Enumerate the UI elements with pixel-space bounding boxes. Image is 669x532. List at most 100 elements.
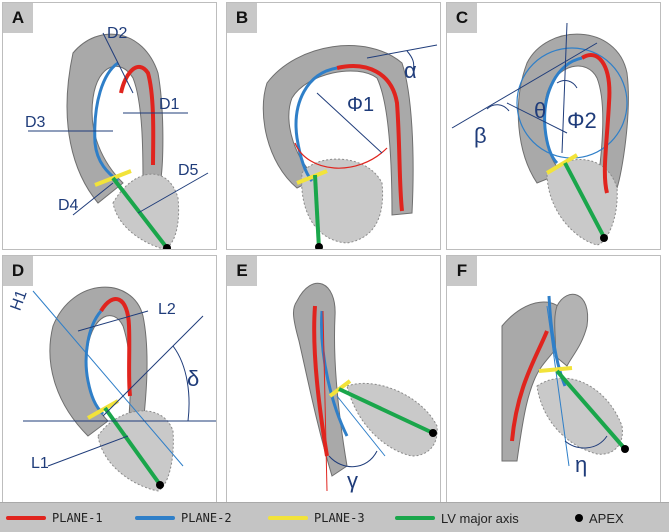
plane1-curve <box>580 53 612 194</box>
panel-label: A <box>3 3 33 33</box>
label-l2: L2 <box>158 301 176 318</box>
ventricle-mesh <box>346 382 438 457</box>
legend: PLANE-1 PLANE-2 PLANE-3 LV major axis AP… <box>0 502 669 532</box>
legend-label: LV major axis <box>441 510 519 526</box>
label-d3: D3 <box>25 114 46 131</box>
apex-dot-icon <box>575 514 583 522</box>
lv-axis-line <box>555 369 627 451</box>
beta-line <box>451 42 598 129</box>
panel-e-figure: γ <box>293 282 438 493</box>
plane3-swatch <box>268 516 308 520</box>
apex-dot <box>429 429 437 437</box>
panel-label: B <box>227 3 257 33</box>
apex-dot <box>315 243 323 249</box>
label-h1: H1 <box>8 288 31 313</box>
aorta-shape <box>262 45 414 216</box>
l1-line <box>47 435 129 467</box>
pulmonary-shape <box>554 293 589 367</box>
label-d1: D1 <box>159 96 180 113</box>
apex-dot <box>156 481 164 489</box>
lv-axis-line <box>313 174 321 249</box>
legend-label: PLANE-2 <box>181 511 232 525</box>
phi1-line <box>316 92 383 154</box>
panel-d-figure: H1 L2 L1 δ <box>8 286 216 492</box>
legend-item-plane3: PLANE-3 <box>268 509 365 527</box>
panel-a: D2 D1 D3 D4 D5 A <box>2 2 217 250</box>
panel-label: D <box>3 256 33 286</box>
label-d2: D2 <box>107 25 128 42</box>
panel-e: γ E <box>226 255 441 503</box>
lv-axis-line <box>563 162 607 240</box>
plane1-curve <box>312 305 329 457</box>
panel-d: H1 L2 L1 δ D <box>2 255 217 503</box>
gamma-ref-line <box>322 310 328 492</box>
d4-line <box>72 182 114 216</box>
plane2-curve <box>294 66 338 182</box>
beta-ref-line <box>506 102 568 134</box>
label-d4: D4 <box>58 197 79 214</box>
plane2-swatch <box>135 516 175 520</box>
plane3-line <box>296 169 328 185</box>
apex-dot <box>621 445 629 453</box>
aorta-shape <box>49 286 148 437</box>
label-delta: δ <box>187 366 199 391</box>
plane2-curve <box>543 56 583 165</box>
legend-label: APEX <box>589 510 624 526</box>
label-phi2: Φ2 <box>567 108 597 133</box>
apex-dot <box>600 234 608 242</box>
legend-item-lv-axis: LV major axis <box>395 509 519 527</box>
panel-label: E <box>227 256 257 286</box>
lv-axis-line <box>338 387 434 435</box>
aorta-shape <box>293 282 348 477</box>
ventricle-mesh <box>536 377 623 455</box>
panel-b-figure: Φ1 α <box>262 44 438 249</box>
plane1-curve <box>119 64 156 166</box>
alpha-arc <box>406 50 415 72</box>
plane2-curve <box>320 310 349 437</box>
plane3-line <box>538 366 573 373</box>
plane3-line <box>87 399 119 420</box>
plane1-curve <box>336 64 404 212</box>
gamma-arc <box>328 450 378 468</box>
d5-line <box>137 172 209 214</box>
label-l1: L1 <box>31 455 49 472</box>
eta-ref-line <box>546 305 570 467</box>
panel-f: η F <box>446 255 661 503</box>
panel-label: C <box>447 3 477 33</box>
plane1-curve <box>510 330 549 442</box>
legend-item-apex: APEX <box>575 509 624 527</box>
plane2-curve <box>93 61 119 183</box>
plane1-curve <box>99 297 132 397</box>
legend-label: PLANE-1 <box>52 511 103 525</box>
label-d5: D5 <box>178 162 199 179</box>
label-gamma: γ <box>347 468 358 493</box>
panel-c-figure: β θ Φ2 <box>451 22 629 246</box>
lv-axis-swatch <box>395 516 435 520</box>
panel-a-figure: D2 D1 D3 D4 D5 <box>25 25 209 249</box>
eta-arc <box>564 435 608 449</box>
panel-f-figure: η <box>501 293 629 477</box>
h1-line <box>32 290 184 467</box>
ventricle-mesh <box>301 158 384 244</box>
plane3-line <box>545 153 579 175</box>
ventricle-mesh <box>546 159 618 246</box>
ventricle-mesh <box>112 173 180 249</box>
phi1-circle <box>294 142 388 169</box>
label-alpha: α <box>404 58 417 83</box>
plane2-axis-line <box>336 395 386 457</box>
delta-arc <box>172 345 190 422</box>
label-eta: η <box>575 452 587 477</box>
panel-c: β θ Φ2 C <box>446 2 661 250</box>
panel-b: Φ1 α B <box>226 2 441 250</box>
beta-arc <box>486 104 510 112</box>
apex-dot <box>163 244 171 249</box>
alpha-line <box>366 44 438 59</box>
plane1-swatch <box>6 516 46 520</box>
d2-line <box>102 32 134 94</box>
aorta-shape <box>66 33 164 204</box>
legend-item-plane2: PLANE-2 <box>135 509 232 527</box>
label-beta: β <box>474 123 487 148</box>
l2-line <box>77 310 149 332</box>
label-theta: θ <box>534 98 546 123</box>
label-phi1: Φ1 <box>347 94 374 116</box>
